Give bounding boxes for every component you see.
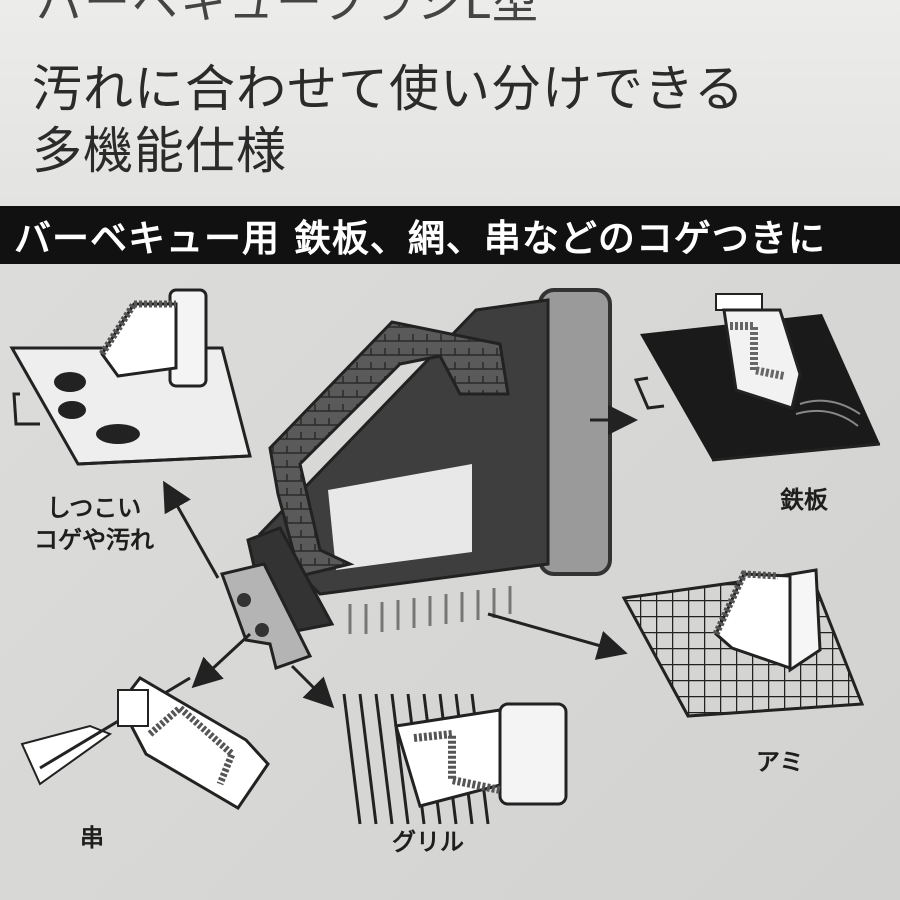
small-brush-icon [394,702,568,808]
small-brush-icon [715,293,802,410]
arrow-to-grill [290,664,335,709]
net-scene [621,568,865,718]
griddle-scene [633,293,881,462]
product-title: バーベキューブラシL型 [36,0,540,29]
small-brush-icon [712,568,822,673]
tagline-line-2: 多機能仕様 [32,122,287,180]
net-label: アミ [756,748,804,776]
stain-blob [96,424,140,444]
usage-illustration [9,288,881,825]
stubborn-label-line-2: コゲや汚れ [34,526,154,554]
tagline-line-1: 汚れに合わせて使い分けできる [32,60,745,118]
tagline: 汚れに合わせて使い分けできる 多機能仕様 [32,58,745,182]
stain-blob [54,372,86,392]
arrow-to-net [487,612,628,660]
brush-handle [538,288,612,576]
usage-banner: バーベキュー用 鉄板、網、串などのコゲつきに [0,206,900,264]
direction-arrows [163,405,638,709]
header-panel: バーベキューブラシL型 汚れに合わせて使い分けできる 多機能仕様 [0,0,900,206]
small-brush-icon [117,676,270,811]
stubborn-dirt-label: しつこい コゲや汚れ [34,492,154,556]
stain-blob [58,401,86,419]
stubborn-dirt-scene [9,288,252,466]
stubborn-label-line-1: しつこい [46,494,142,522]
main-brush-illustration [220,288,612,670]
grill-label: グリル [392,828,464,856]
skewer-scene [20,676,270,811]
scraper-blade [220,562,313,670]
grill-scene [342,693,568,825]
arrow-to-stubborn [163,480,220,579]
griddle-label: 鉄板 [780,486,828,514]
wire-bristles [348,586,512,634]
skewer-label: 串 [80,824,104,852]
arrow-to-skewer [191,632,252,689]
banner-text: バーベキュー用 鉄板、網、串などのコゲつきに [14,217,826,260]
small-brush-icon [99,288,208,388]
